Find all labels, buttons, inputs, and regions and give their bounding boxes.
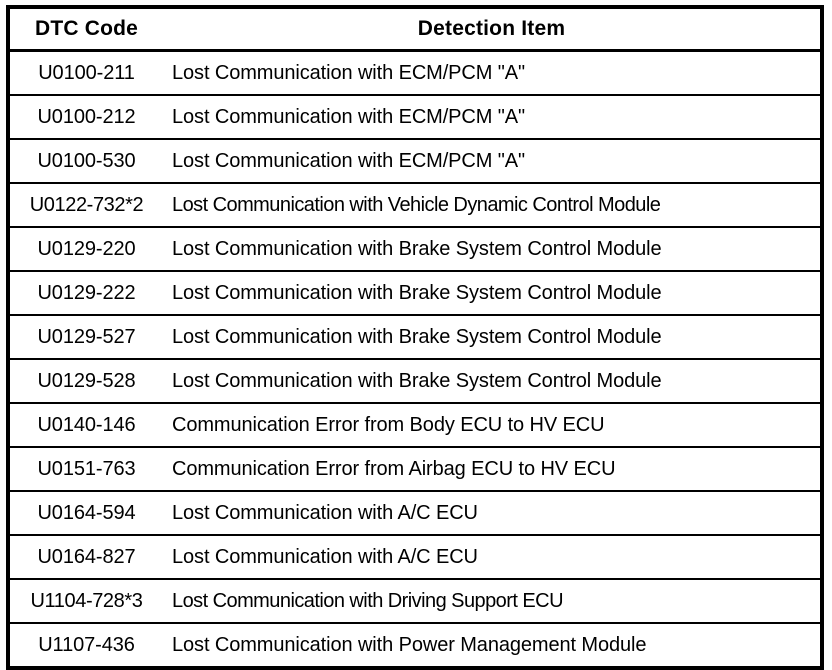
table-header: DTC Code Detection Item <box>8 7 822 52</box>
cell-dtc-code: U0140-146 <box>8 402 163 447</box>
cell-dtc-code: U0100-530 <box>8 138 163 183</box>
cell-detection-item: Lost Communication with Brake System Con… <box>163 314 822 359</box>
cell-detection-item: Lost Communication with ECM/PCM "A" <box>163 94 822 139</box>
cell-dtc-code: U0129-527 <box>8 314 163 359</box>
cell-detection-item: Lost Communication with ECM/PCM "A" <box>163 138 822 183</box>
table-header-row: DTC Code Detection Item <box>8 7 822 52</box>
cell-detection-item: Lost Communication with Brake System Con… <box>163 270 822 315</box>
cell-detection-item: Lost Communication with Power Management… <box>163 622 822 668</box>
cell-dtc-code: U1104-728*3 <box>8 578 163 623</box>
cell-dtc-code: U0164-827 <box>8 534 163 579</box>
cell-detection-item: Lost Communication with ECM/PCM "A" <box>163 50 822 95</box>
cell-detection-item: Lost Communication with Brake System Con… <box>163 226 822 271</box>
cell-detection-item: Communication Error from Airbag ECU to H… <box>163 446 822 491</box>
cell-detection-item: Communication Error from Body ECU to HV … <box>163 402 822 447</box>
cell-dtc-code: U0151-763 <box>8 446 163 491</box>
cell-detection-item: Lost Communication with Driving Support … <box>163 578 822 623</box>
cell-dtc-code: U1107-436 <box>8 622 163 668</box>
column-header-dtc-code: DTC Code <box>8 7 163 52</box>
cell-dtc-code: U0129-222 <box>8 270 163 315</box>
cell-dtc-code: U0100-212 <box>8 94 163 139</box>
cell-dtc-code: U0100-211 <box>8 50 163 95</box>
cell-detection-item: Lost Communication with Brake System Con… <box>163 358 822 403</box>
cell-detection-item: Lost Communication with Vehicle Dynamic … <box>163 182 822 227</box>
cell-dtc-code: U0164-594 <box>8 490 163 535</box>
cell-detection-item: Lost Communication with A/C ECU <box>163 490 822 535</box>
cell-dtc-code: U0129-220 <box>8 226 163 271</box>
cell-dtc-code: U0122-732*2 <box>8 182 163 227</box>
cell-dtc-code: U0129-528 <box>8 358 163 403</box>
cell-detection-item: Lost Communication with A/C ECU <box>163 534 822 579</box>
column-header-detection-item: Detection Item <box>163 7 822 52</box>
